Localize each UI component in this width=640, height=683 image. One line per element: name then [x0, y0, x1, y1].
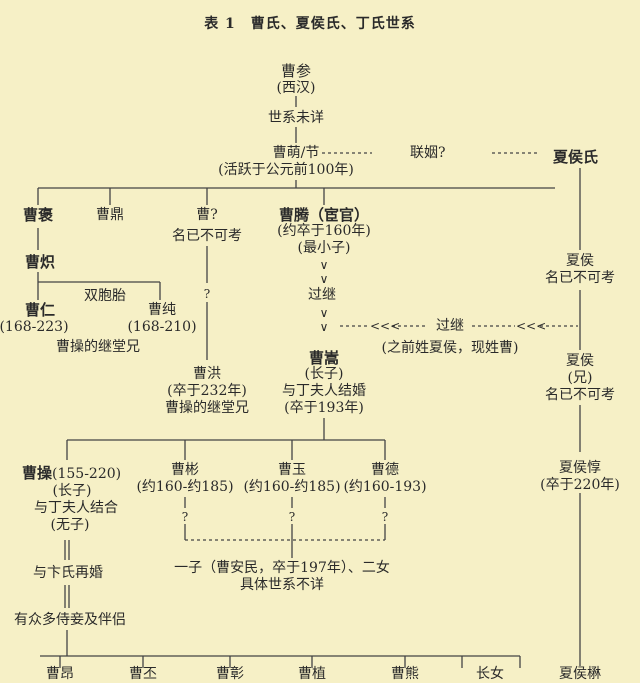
node-cao-hong-name: 曹洪 [193, 366, 221, 382]
node-cao-can-name: 曹参 [280, 62, 312, 80]
node-xiahou-xiong-note1: (兄) [567, 370, 593, 386]
node-cao-chi: 曹炽 [24, 253, 56, 271]
node-cao-chun-years: (168-210) [127, 319, 197, 335]
node-cao-ang: 曹昂 [46, 666, 74, 682]
label-zhiqian: (之前姓夏侯，现姓曹) [381, 340, 519, 356]
node-cao-teng-note2: (最小子) [297, 240, 351, 256]
arrow-teng-1: ∨ [319, 258, 329, 272]
node-cao-ren-name: 曹仁 [24, 301, 56, 319]
node-children-line2: 具体世系不详 [240, 577, 324, 593]
node-cao-yu-years: (约160-约185) [243, 479, 341, 495]
node-xiahou-dun-name: 夏侯惇 [559, 460, 601, 476]
node-cao-song-name: 曹嵩 [308, 349, 340, 367]
node-cao-teng-name: 曹腾（宦官） [278, 206, 370, 224]
node-cao-cao-note3: (无子) [50, 517, 90, 533]
node-cao-song-note1: (长子) [304, 366, 344, 382]
arrow-teng-4: ∨ [319, 320, 329, 334]
node-cao-cao-cousin1: 曹操的继堂兄 [56, 339, 140, 355]
node-cao-hong-note2: 曹操的继堂兄 [165, 400, 249, 416]
label-twins: 双胞胎 [84, 288, 126, 304]
node-cao-cao-note1: (长子) [52, 483, 92, 499]
node-cao-can-note: (西汉) [276, 80, 316, 96]
node-cao-song-note2: 与丁夫人结婚 [282, 383, 366, 399]
table-title: 表 1 曹氏、夏侯氏、丁氏世系 [204, 16, 416, 32]
node-xiahou-mao: 夏侯楙 [559, 666, 601, 682]
node-cao-meng-name: 曹萌/节 [272, 145, 320, 161]
arrow-teng-3: ∨ [319, 306, 329, 320]
node-cao-yu-name: 曹玉 [278, 462, 306, 478]
node-cao-bin-name: 曹彬 [171, 462, 199, 478]
node-cao-de-name: 曹德 [371, 462, 399, 478]
node-cao-ding: 曹鼎 [96, 207, 124, 223]
node-cao-unknown-name: 曹? [196, 207, 218, 223]
node-shixi-weixiang: 世系未详 [268, 110, 324, 126]
node-cao-unknown-note: 名已不可考 [172, 228, 242, 244]
node-elder-daughter: 长女 [476, 666, 504, 682]
node-cao-cao-row: 曹操(155-220) [22, 465, 121, 483]
node-cao-de-years: (约160-193) [343, 479, 427, 495]
node-cao-xiong: 曹熊 [391, 666, 419, 682]
node-xiahou-xiong-name: 夏侯 [566, 353, 594, 369]
node-xiahou-unknown-note: 名已不可考 [545, 270, 615, 286]
mark-q-de: ? [381, 510, 389, 524]
node-cao-bin-years: (约160-约185) [136, 479, 234, 495]
mark-q-yu: ? [288, 510, 296, 524]
node-cao-pi: 曹丕 [129, 666, 157, 682]
node-cao-teng-note1: (约卒于160年) [277, 223, 371, 239]
node-cao-cao-name: 曹操 [22, 464, 53, 482]
node-cao-ren-years: (168-223) [0, 319, 69, 335]
mark-q-cao-hong: ? [203, 287, 211, 301]
node-cao-zhang: 曹彰 [216, 666, 244, 682]
node-xiahou-unknown-name: 夏侯 [566, 253, 594, 269]
arrows-left-1: <<< [370, 319, 401, 333]
node-xiahou-shi: 夏侯氏 [553, 148, 599, 166]
node-xiahou-xiong-note2: 名已不可考 [545, 387, 615, 403]
node-xiahou-dun-note: (卒于220年) [540, 477, 620, 493]
label-guoji-1: 过继 [308, 287, 336, 303]
node-cao-hong-note1: (卒于232年) [167, 383, 247, 399]
node-cao-meng-note: (活跃于公元前100年) [218, 162, 354, 178]
label-lianyin: 联姻? [410, 145, 446, 161]
arrow-teng-2: ∨ [319, 272, 329, 286]
mark-q-bin: ? [181, 510, 189, 524]
node-cao-cao-note2: 与丁夫人结合 [34, 500, 118, 516]
node-cao-cao-years: (155-220) [52, 466, 122, 482]
label-guoji-2: 过继 [436, 318, 464, 334]
node-cao-zhi: 曹植 [298, 666, 326, 682]
node-cao-cao-note4: 与卞氏再婚 [33, 565, 103, 581]
node-cao-chun-name: 曹纯 [148, 302, 176, 318]
node-cao-song-note3: (卒于193年) [284, 400, 364, 416]
node-cao-bao: 曹褒 [22, 206, 54, 224]
node-cao-cao-note5: 有众多侍妾及伴侣 [14, 612, 126, 628]
node-children-line1: 一子（曹安民，卒于197年）、二女 [174, 560, 390, 576]
arrows-left-2: <<< [516, 319, 547, 333]
